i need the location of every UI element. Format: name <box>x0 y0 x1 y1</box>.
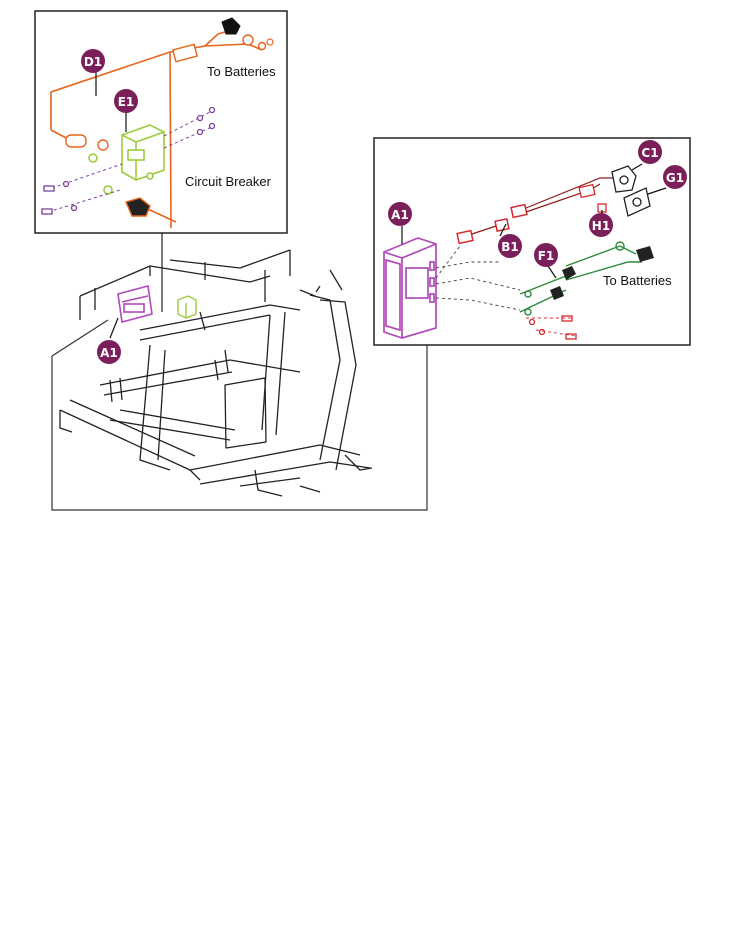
callout-g1: G1 <box>663 165 687 189</box>
a1-frame-leader <box>109 317 119 339</box>
callout-a1-frame: A1 <box>97 340 121 364</box>
red-fastener-lines <box>526 317 577 337</box>
callout-c1: C1 <box>638 140 662 164</box>
battery-terminals <box>550 246 654 300</box>
svg-text:D1: D1 <box>84 55 102 69</box>
battery-harness <box>519 241 642 316</box>
b1-connector <box>456 203 528 245</box>
frame-box <box>51 285 428 511</box>
svg-text:E1: E1 <box>118 95 135 109</box>
circuit-breaker-label: Circuit Breaker <box>185 174 272 189</box>
svg-text:G1: G1 <box>666 171 684 185</box>
frame-controller <box>117 284 153 324</box>
svg-text:H1: H1 <box>592 219 610 233</box>
callout-b1: B1 <box>498 234 522 258</box>
battery-lugs-top <box>221 17 274 51</box>
callout-a1-detail: A1 <box>388 202 412 226</box>
g1-plate <box>623 187 651 217</box>
red-fasteners <box>528 315 577 340</box>
c1-leader <box>631 163 643 171</box>
callout-f1: F1 <box>534 243 558 267</box>
harness-junction <box>171 43 199 63</box>
callout-h1: H1 <box>589 213 613 237</box>
harness-connector <box>65 134 109 151</box>
controller-detail: To Batteries A1 B1 C1 G1 H1 <box>373 137 691 346</box>
b1-leader <box>499 223 507 237</box>
circuit-breaker-part <box>88 124 165 195</box>
controller-module <box>383 237 437 339</box>
controller-dashed-lines <box>435 245 521 311</box>
svg-text:A1: A1 <box>100 346 118 360</box>
fasteners <box>41 106 216 215</box>
power-base-frame <box>59 249 373 497</box>
svg-text:C1: C1 <box>641 146 658 160</box>
circuit-breaker-detail: To Batteries Circuit Breaker D1 E1 <box>34 10 288 234</box>
to-batteries-label-right: To Batteries <box>603 273 672 288</box>
frame-view: A1 <box>51 249 428 511</box>
frame-box-diagonal <box>51 319 109 357</box>
to-batteries-label-top: To Batteries <box>207 64 276 79</box>
callout-d1: D1 <box>81 49 105 73</box>
g1-leader <box>647 187 667 195</box>
f1-leader <box>547 265 557 279</box>
svg-text:B1: B1 <box>501 240 519 254</box>
svg-text:F1: F1 <box>538 249 555 263</box>
frame-breaker <box>177 295 197 319</box>
detail-box-left <box>34 10 288 234</box>
callout-e1: E1 <box>114 89 138 113</box>
svg-text:A1: A1 <box>391 208 409 222</box>
c1-plug <box>611 165 637 193</box>
breaker-terminal <box>125 197 151 217</box>
